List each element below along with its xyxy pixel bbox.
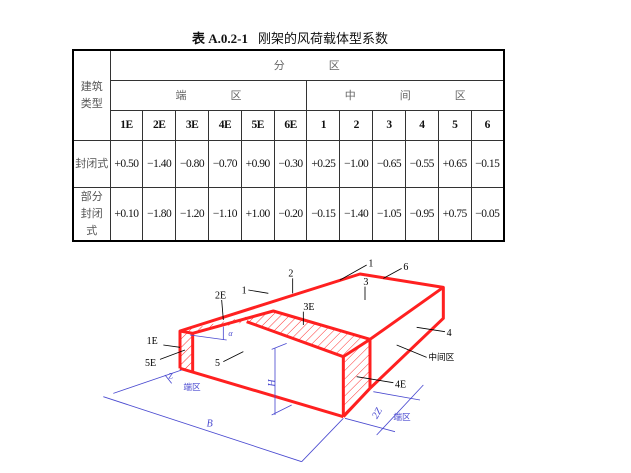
coefficient-cell: −0.70 [207, 139, 242, 188]
middle-zone-header: 中间区 [306, 79, 505, 111]
coefficient-cell: −1.05 [372, 186, 406, 242]
coefficient-cell: −0.20 [273, 186, 308, 242]
coefficient-cell: −1.00 [339, 139, 374, 188]
end-zone-header: 端区 [109, 79, 308, 111]
coefficient-cell: −0.15 [306, 186, 341, 242]
arrows [159, 264, 446, 384]
label-6: 6 [403, 262, 408, 273]
table-caption: 刚架的风荷载体型系数 [257, 32, 388, 47]
column-header: 3 [372, 109, 406, 141]
dimension-lines [103, 326, 424, 463]
label-3: 3 [363, 277, 368, 288]
coefficient-cell: −0.65 [372, 139, 406, 188]
column-header: 1E [109, 109, 144, 141]
frame-outline [178, 272, 445, 419]
table-title: 表 A.0.2-1 刚架的风荷载体型系数 [0, 28, 580, 47]
coefficient-cell: +0.25 [306, 139, 341, 188]
coefficient-cell: −0.05 [470, 186, 505, 242]
z-label: Z [168, 371, 173, 380]
table-number: 表 A.0.2-1 [192, 31, 248, 46]
column-header: 4E [207, 109, 242, 141]
coefficient-cell: +1.00 [240, 186, 275, 242]
label-5E: 5E [145, 358, 156, 369]
label-1E: 1E [147, 336, 158, 347]
zone-group-header: 分区 [109, 49, 505, 81]
zone-labels: 1 2 1 6 3 2E 3E 4 1E 5E 5 中间区 4E [145, 259, 455, 391]
alpha-label: α [228, 329, 233, 338]
2z-label: 2Z [370, 406, 385, 421]
coefficient-cell: −1.10 [207, 186, 242, 242]
label-3E: 3E [303, 302, 314, 313]
width-label: B [207, 419, 213, 430]
frame-zone-diagram: 1 2 1 6 3 2E 3E 4 1E 5E 5 中间区 4E α H B Z… [103, 259, 455, 463]
coefficient-cell: −0.80 [175, 139, 209, 188]
label-middle-zone: 中间区 [428, 351, 454, 363]
label-2E: 2E [215, 290, 226, 301]
row-header: 建筑类型 [72, 49, 111, 141]
column-header: 5E [240, 109, 275, 141]
coefficient-cell: +0.90 [240, 139, 275, 188]
table-row: 部分封闭式+0.10−1.80−1.20−1.10+1.00−0.20−0.15… [72, 186, 505, 242]
coefficient-cell: +0.10 [109, 186, 144, 242]
coefficient-cell: −0.95 [404, 186, 439, 242]
coefficient-cell: +0.50 [109, 139, 144, 188]
coefficient-cell: −1.40 [142, 139, 177, 188]
column-header: 1 [306, 109, 341, 141]
column-header: 5 [437, 109, 472, 141]
table-row: 封闭式+0.50−1.40−0.80−0.70+0.90−0.30+0.25−1… [72, 139, 505, 188]
label-2: 2 [288, 269, 293, 280]
coefficient-cell: +0.65 [437, 139, 472, 188]
coefficient-cell: −1.80 [142, 186, 177, 242]
coefficient-cell: −0.30 [273, 139, 308, 188]
coefficient-cell: −0.55 [404, 139, 439, 188]
label-4: 4 [447, 328, 452, 339]
coefficient-cell: −1.20 [175, 186, 209, 242]
column-header: 2E [142, 109, 177, 141]
column-header: 2 [339, 109, 374, 141]
column-header: 6 [470, 109, 505, 141]
column-header: 6E [273, 109, 308, 141]
label-4E: 4E [395, 379, 406, 390]
label-5: 5 [215, 358, 220, 369]
height-label: H [267, 379, 278, 388]
label-1: 1 [242, 285, 247, 296]
end-zone-label: 端区 [183, 381, 201, 393]
coefficient-cell: −1.40 [339, 186, 374, 242]
coefficient-cell: +0.75 [437, 186, 472, 242]
label-1-ridge: 1 [368, 259, 373, 270]
column-header: 4 [404, 109, 439, 141]
column-header: 3E [175, 109, 209, 141]
row-type: 部分封闭式 [72, 186, 111, 242]
end-zone-label: 端区 [393, 411, 411, 423]
row-type: 封闭式 [72, 139, 111, 188]
coefficient-cell: −0.15 [470, 139, 505, 188]
